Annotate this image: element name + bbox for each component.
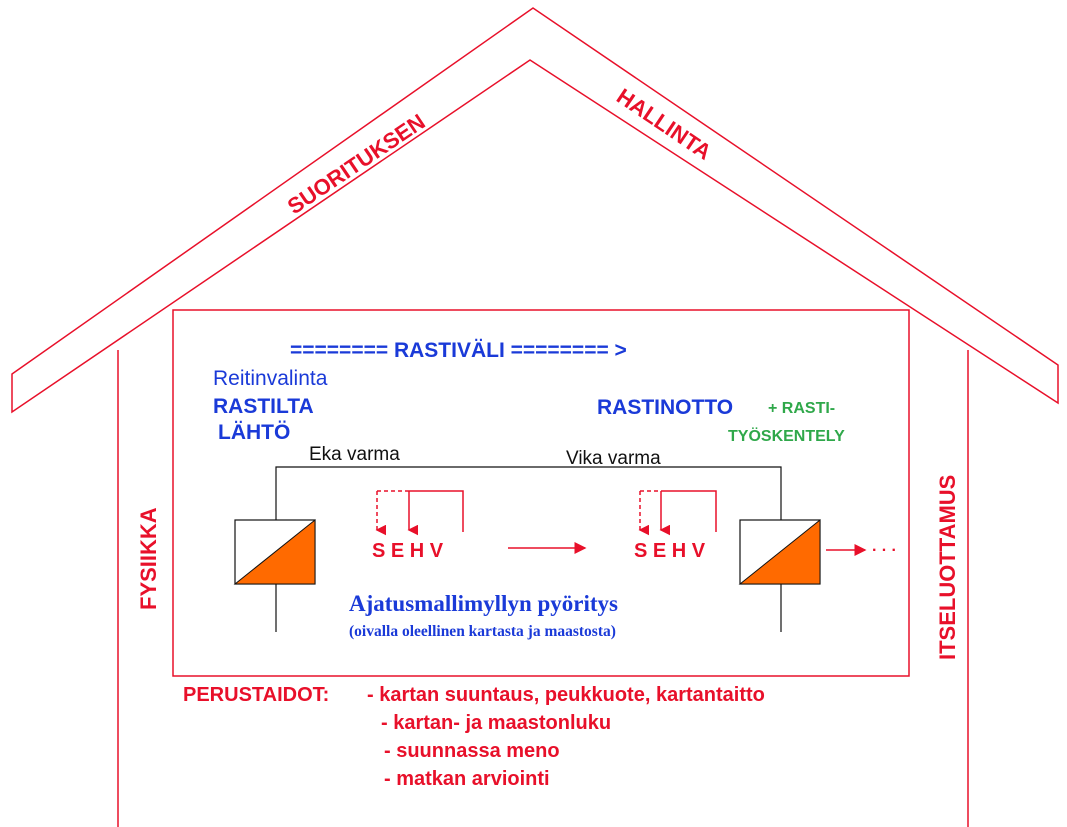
foundation-item: - suunnassa meno [384, 740, 560, 762]
sehv-left-label: S E H V [372, 540, 444, 562]
foundation-heading: PERUSTAIDOT: [183, 684, 329, 706]
plus-rasti-label: + RASTI- [768, 400, 835, 417]
control-taking-label: RASTINOTTO [597, 396, 733, 419]
roof [11, 7, 1059, 414]
inner-frame [172, 309, 910, 677]
left-control-fill [233, 518, 316, 585]
sehv-loop-right [638, 490, 717, 536]
foundation-item: - kartan- ja maastonluku [381, 712, 611, 734]
tyoskentely-label: TYÖSKENTELY [728, 426, 845, 445]
mill-subtitle: (oivalla oleellinen kartasta ja maastost… [349, 623, 616, 640]
roof-left-label: SUORITUKSEN [283, 109, 430, 219]
leaving-label-line1: RASTILTA [213, 395, 314, 418]
sehv-loop-left [375, 490, 464, 536]
mill-title: Ajatusmallimyllyn pyöritys [349, 591, 618, 616]
right-control-fill [738, 518, 821, 585]
foundation-item: - matkan arviointi [384, 768, 550, 790]
wall-right-label: ITSELUOTTAMUS [935, 475, 960, 660]
eka-varma-label: Eka varma [309, 444, 400, 465]
foundation-item: - kartan suuntaus, peukkuote, kartantait… [367, 684, 765, 706]
sehv-right-label: S E H V [634, 540, 706, 562]
rastivali-label: ======== RASTIVÄLI ======== > [290, 339, 627, 362]
top-connector [275, 466, 782, 520]
vika-varma-label: Vika varma [566, 448, 661, 469]
leaving-label-line2: LÄHTÖ [218, 421, 290, 444]
continuation-dots: · · · [872, 542, 897, 559]
wall-left-label: FYSIIKKA [136, 507, 161, 610]
route-choice-label: Reitinvalinta [213, 367, 328, 390]
